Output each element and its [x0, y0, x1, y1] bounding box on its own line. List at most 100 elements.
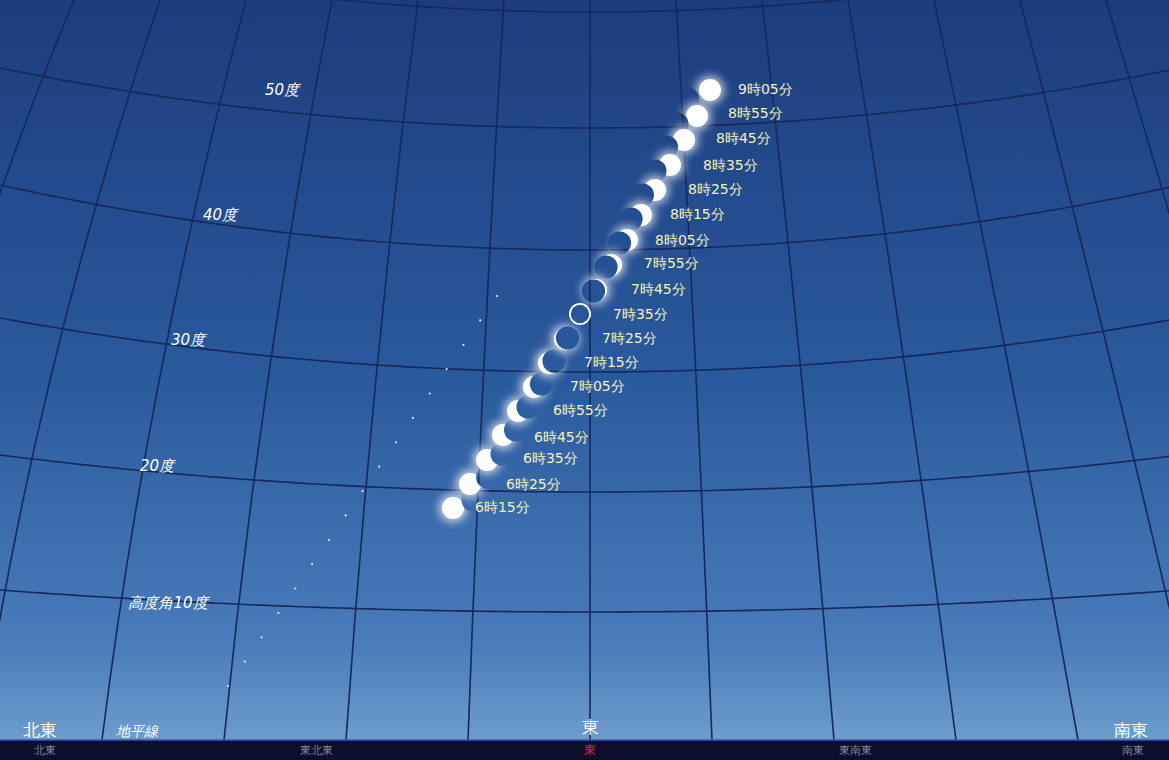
- sun-disc: [569, 303, 591, 325]
- sun-glow: [696, 76, 724, 104]
- sun-disc: [613, 226, 641, 254]
- altitude-label: 30度: [171, 332, 205, 349]
- sun-glow: [683, 102, 711, 130]
- path-dot: [244, 661, 246, 663]
- sun: [442, 497, 464, 519]
- sun: [507, 400, 529, 422]
- horizon-label: 地平線: [116, 724, 158, 739]
- time-label: 7時15分: [584, 355, 639, 370]
- sun: [492, 424, 514, 446]
- time-label: 7時35分: [613, 307, 668, 322]
- azimuth-line: [676, 0, 712, 740]
- time-label: 7時45分: [631, 282, 686, 297]
- azimuth-label: 北東: [34, 745, 56, 757]
- azimuth-line: [1020, 0, 1169, 740]
- sun: [538, 352, 560, 374]
- altitude-label: 50度: [265, 82, 299, 99]
- eclipse-suns: [439, 76, 724, 522]
- sun-glow: [473, 446, 501, 474]
- azimuth-line: [848, 0, 956, 740]
- horizon-line: [0, 739, 1169, 741]
- path-dot: [227, 685, 229, 687]
- sun: [630, 204, 652, 226]
- sun-glow: [656, 151, 684, 179]
- sun-disc: [597, 251, 625, 279]
- path-dot: [395, 441, 397, 443]
- sun: [686, 105, 708, 127]
- azimuth-line: [1106, 0, 1169, 740]
- altitude-line: [0, 0, 1169, 12]
- sun-glow: [504, 397, 532, 425]
- sun: [476, 449, 498, 471]
- sun: [699, 79, 721, 101]
- sun-disc: [504, 397, 532, 425]
- path-dot: [294, 587, 296, 589]
- azimuth-line: [102, 0, 246, 740]
- time-label: 6時35分: [523, 451, 578, 466]
- path-dot: [345, 514, 347, 516]
- azimuth-label: 東南東: [839, 745, 872, 757]
- time-label: 9時05分: [738, 82, 793, 97]
- sun: [644, 179, 666, 201]
- path-dot: [462, 344, 464, 346]
- sun-glow: [489, 421, 517, 449]
- time-label: 7時05分: [570, 379, 625, 394]
- sun-glow: [535, 349, 563, 377]
- sun-glow: [597, 251, 625, 279]
- time-label: 8時55分: [728, 106, 783, 121]
- time-label: 8時15分: [670, 207, 725, 222]
- time-label: 6時45分: [534, 430, 589, 445]
- time-label: 6時25分: [506, 477, 561, 492]
- time-label: 7時55分: [644, 256, 699, 271]
- path-dot: [311, 563, 313, 565]
- sun-disc: [641, 176, 669, 204]
- sun-glow: [613, 226, 641, 254]
- azimuth-line: [934, 0, 1078, 740]
- sun-disc: [535, 349, 563, 377]
- azimuth-line: [0, 0, 160, 740]
- horizon-bar: [0, 740, 1169, 760]
- azimuth-line: [346, 0, 418, 740]
- altitude-line: [0, 452, 1169, 492]
- sun: [569, 303, 591, 325]
- sun-disc: [473, 446, 501, 474]
- sun-disc: [656, 151, 684, 179]
- time-label: 8時05分: [655, 233, 710, 248]
- sun: [554, 328, 576, 350]
- sun-glow: [439, 494, 467, 522]
- direction-label: 北東: [23, 721, 57, 740]
- path-dot: [261, 636, 263, 638]
- sun-disc: [683, 102, 711, 130]
- path-dot: [378, 466, 380, 468]
- sun: [616, 229, 638, 251]
- path-dot: [429, 392, 431, 394]
- time-label: 6時15分: [475, 500, 530, 515]
- sun-disc: [456, 470, 484, 498]
- coordinate-grid: [0, 0, 1169, 740]
- sun-glow: [520, 373, 548, 401]
- sun: [459, 473, 481, 495]
- altitude-label: 20度: [140, 458, 174, 475]
- altitude-label: 高度角10度: [128, 595, 207, 612]
- sun-disc: [627, 201, 655, 229]
- altitude-line: [0, 64, 1169, 128]
- sun-glow: [641, 176, 669, 204]
- sun-glow: [551, 325, 579, 353]
- time-label: 7時25分: [602, 331, 657, 346]
- sun-glow: [582, 276, 610, 304]
- azimuth-line: [0, 0, 74, 740]
- altitude-label: 40度: [203, 207, 237, 224]
- sun-glow: [456, 470, 484, 498]
- sun-glow: [670, 126, 698, 154]
- sun: [600, 254, 622, 276]
- path-dot: [446, 368, 448, 370]
- azimuth-label: 東北東: [300, 745, 333, 757]
- sun-glow: [627, 201, 655, 229]
- path-dot: [496, 295, 498, 297]
- azimuth-label: 東: [584, 744, 596, 757]
- azimuth-label: 南東: [1122, 745, 1144, 757]
- path-dot: [479, 319, 481, 321]
- sun-disc: [551, 325, 579, 353]
- sun-path-dots: [227, 295, 498, 687]
